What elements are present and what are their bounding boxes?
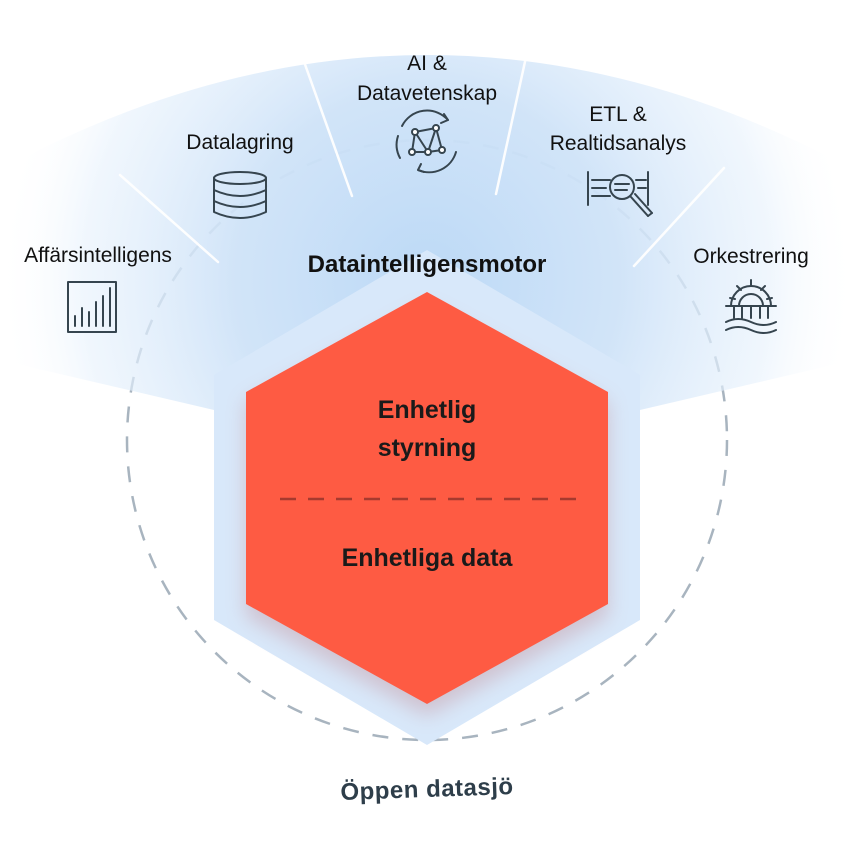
database-icon xyxy=(213,171,267,219)
category-label-etl-line-1: ETL & xyxy=(589,103,647,126)
category-label-bi: Affärsintelligens xyxy=(24,244,172,267)
hexagon-top-line-1: Enhetlig xyxy=(378,396,477,424)
category-label-storage: Datalagring xyxy=(186,131,293,154)
bar-chart-icon xyxy=(67,281,117,333)
category-label-orch: Orkestrering xyxy=(693,245,809,268)
magnifier-data-icon xyxy=(587,171,653,217)
hexagon-bottom-label: Enhetliga data xyxy=(342,544,514,572)
category-label-etl-line-2: Realtidsanalys xyxy=(550,132,687,155)
category-label-ai-line-1: AI & xyxy=(407,52,447,75)
category-label-ai-line-2: Datavetenskap xyxy=(357,82,497,105)
divider-rays xyxy=(118,40,726,268)
hexagon-top-line-2: styrning xyxy=(378,434,477,462)
gear-bridge-icon xyxy=(725,279,777,334)
open-lake-label: Öppen datasjö xyxy=(340,773,514,806)
network-cycle-icon xyxy=(395,109,457,174)
engine-title: Dataintelligensmotor xyxy=(308,251,547,278)
glow-fan xyxy=(0,55,854,410)
